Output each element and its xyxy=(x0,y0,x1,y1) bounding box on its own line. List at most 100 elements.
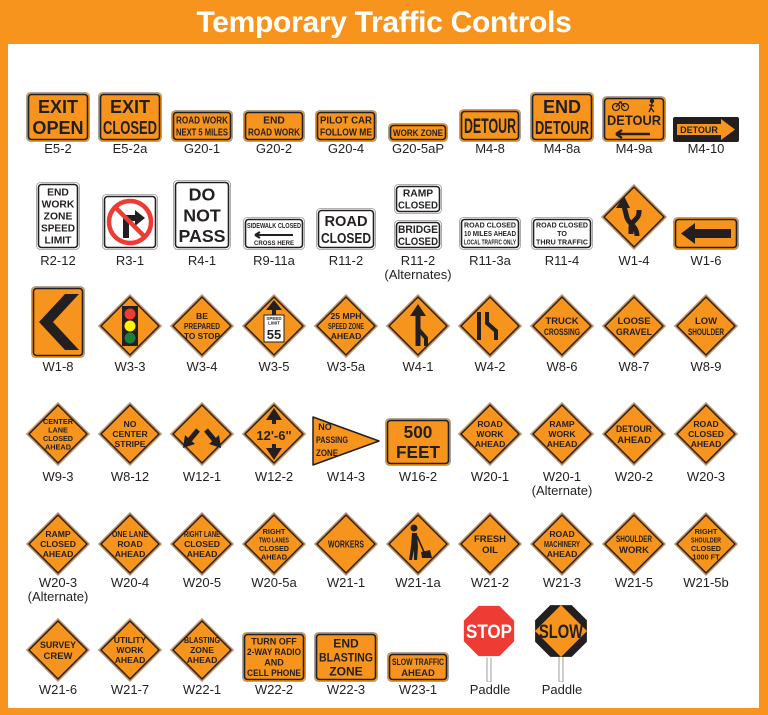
sign-text: RAMP xyxy=(45,529,71,539)
sign-code-label: W21-5b xyxy=(664,576,748,590)
clearance-icon xyxy=(266,408,282,460)
sign-graphic: DETOUR xyxy=(670,86,742,142)
sign-text: RIGHT xyxy=(263,527,286,536)
sign-code-label: W20-4 xyxy=(88,576,172,590)
sign-code-label: W3-5 xyxy=(232,360,316,374)
sign-paddle: STOP xyxy=(462,604,516,682)
sign-code-label: R11-3a xyxy=(448,254,532,268)
sign-code: W22-3 xyxy=(326,682,366,697)
sign-text: ZONE xyxy=(44,212,73,223)
arrow-left-icon xyxy=(681,223,731,244)
sign-code: W20-2 xyxy=(614,469,654,484)
sign-code: R11-3a xyxy=(469,253,511,268)
sign-code-label: R3-1 xyxy=(88,254,172,268)
sign-text: DETOUR xyxy=(680,125,718,135)
sign-code-label: W8-6 xyxy=(520,360,604,374)
sign-code: G20-5aP xyxy=(391,141,445,156)
sign-code: G20-2 xyxy=(255,141,293,156)
sign-text: 25 MPH xyxy=(330,311,361,321)
sign-text: SIDEWALK CLOSED xyxy=(247,223,301,230)
sign-code-label: W1-4 xyxy=(592,254,676,268)
sign-code: W12-1 xyxy=(182,469,222,484)
sign-code-label: M4-8 xyxy=(448,142,532,156)
sign-m4-10: DETOUR xyxy=(673,117,739,142)
sign-code-label: W22-2 xyxy=(232,683,316,697)
sign-text: AHEAD xyxy=(691,439,722,449)
sign-text: CROSSING xyxy=(544,327,580,338)
sign-code: W20-1 xyxy=(542,469,582,484)
sign-code: R3-1 xyxy=(115,253,145,268)
sign-w21-1a xyxy=(386,512,450,576)
sign-text: WORK xyxy=(116,645,144,655)
sign-code: R9-11a xyxy=(253,253,295,268)
sign-code: W21-2 xyxy=(470,575,510,590)
sign-text: CLOSED xyxy=(259,544,289,553)
sign-graphic xyxy=(598,176,670,250)
sign-code-label: W21-1 xyxy=(304,576,388,590)
sign-code: R11-4 xyxy=(544,253,580,268)
sign-g20-5ap: WORK ZONE xyxy=(388,123,448,142)
sign-code: W20-3 xyxy=(38,575,78,590)
sign-code-label: W9-3 xyxy=(16,470,100,484)
sign-code: W9-3 xyxy=(42,469,74,484)
sign-code: W21-6 xyxy=(38,682,78,697)
sign-code-label: Paddle xyxy=(520,683,604,697)
sign-text: AHEAD xyxy=(45,442,71,451)
sign-code: M4-9a xyxy=(615,141,653,156)
sign-code-label: W22-1 xyxy=(160,683,244,697)
sign-text: SHOULDER xyxy=(688,327,724,338)
sign-text: CLOSED xyxy=(398,201,439,212)
sign-code: W21-1 xyxy=(326,575,366,590)
sign-text: BLASTING xyxy=(184,635,220,645)
sign-text: SHOULDER xyxy=(616,534,652,545)
sign-m4-8: DETOUR xyxy=(459,109,521,142)
sign-text: AHEAD xyxy=(475,439,506,449)
sign-code-label: G20-4 xyxy=(304,142,388,156)
sign-text: AHEAD xyxy=(187,655,218,665)
sign-code-label: Paddle xyxy=(448,683,532,697)
sign-text: SLOW xyxy=(539,622,583,643)
sign-code-label: W8-7 xyxy=(592,360,676,374)
sign-code-label: W21-7 xyxy=(88,683,172,697)
sign-graphic xyxy=(382,282,454,358)
sign-text: LOW xyxy=(695,316,717,327)
sign-code-label: W3-4 xyxy=(160,360,244,374)
sign-code-label: W12-1 xyxy=(160,470,244,484)
sign-code: W14-3 xyxy=(326,469,366,484)
sign-code-label: M4-10 xyxy=(664,142,748,156)
sign-text: STOP xyxy=(466,622,512,643)
sign-text: CELL PHONE xyxy=(247,668,301,678)
sign-code: R2-12 xyxy=(40,253,76,268)
sign-code-label: W8-9 xyxy=(664,360,748,374)
sign-text: 10 MILES AHEAD xyxy=(464,230,516,238)
sign-text: RAMP xyxy=(549,419,575,429)
sign-w4-1 xyxy=(386,294,450,358)
sign-w1-4 xyxy=(601,184,667,250)
sign-text: CLOSED xyxy=(43,434,73,443)
sign-code-label: W20-3(Alternate) xyxy=(16,576,100,604)
sign-text: AHEAD xyxy=(617,435,651,446)
sign-code: M4-8 xyxy=(475,141,505,156)
sign-text: PREPARED xyxy=(184,321,220,331)
sign-code-label: W20-1 xyxy=(448,470,532,484)
